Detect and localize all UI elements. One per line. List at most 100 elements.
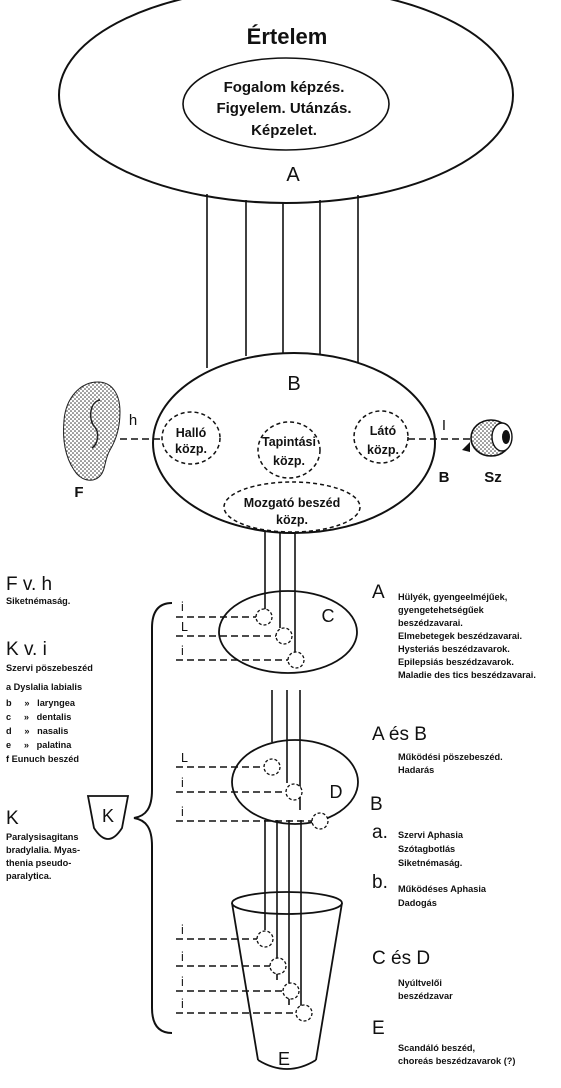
c-branch-label-1: i: [181, 600, 184, 614]
d-branch-label-3: i: [181, 805, 184, 819]
center-e-cup: E: [232, 892, 342, 1069]
right-a-line-6: Epilepsiás beszédzavarok.: [398, 657, 514, 667]
eye-label-b: B: [439, 469, 450, 486]
right-ab-line-1: Működési pöszebeszéd.: [398, 752, 503, 762]
left-kvi-line-2: a Dyslalia labialis: [6, 682, 82, 692]
intellect-ellipse: Értelem Fogalom képzés. Figyelem. Utánzá…: [59, 0, 513, 203]
right-ab-line-2: Hadarás: [398, 765, 434, 775]
left-k-head: K: [6, 808, 19, 829]
ear-label-f: F: [74, 484, 83, 501]
center-b-ellipse: B Halló közp. Tapintási közp. Látó közp.…: [153, 353, 435, 533]
right-a-line-7: Maladie des tics beszédzavarai.: [398, 670, 536, 680]
e-branch-label-1: i: [181, 923, 184, 937]
right-a: A Hülyék, gyengeelméjűek, gyengetehetség…: [372, 582, 536, 680]
right-a-line-1: Hülyék, gyengeelméjűek,: [398, 592, 507, 602]
touch-center-line-2: közp.: [273, 454, 305, 468]
right-e-line-1: Scandáló beszéd,: [398, 1043, 475, 1053]
right-b: B: [370, 794, 383, 815]
ear-label-h: h: [129, 412, 137, 429]
right-cd: C és D Nyúltvelői beszédzavar: [372, 948, 453, 1001]
c-branch-label-3: i: [181, 644, 184, 658]
right-a-line-2: gyengetehetségűek: [398, 605, 485, 615]
right-ba-line-1: Szervi Aphasia: [398, 830, 464, 840]
ear-icon: [63, 382, 120, 480]
left-kvi-line-3: b » laryngea: [6, 698, 76, 708]
right-a-line-5: Hysteriás beszédzavarok.: [398, 644, 510, 654]
e-branch-label-4: i: [181, 997, 184, 1011]
right-ba-line-3: Siketnémaság.: [398, 858, 462, 868]
left-fvh-head: F v. h: [6, 574, 52, 595]
hearing-center: Halló közp.: [162, 412, 220, 464]
right-a-line-4: Elmebetegek beszédzavarai.: [398, 631, 522, 641]
eye-icon: [462, 420, 512, 456]
right-bb-line-1: Működéses Aphasia: [398, 884, 487, 894]
curly-brace: [134, 603, 172, 1033]
label-b: B: [287, 373, 300, 395]
right-ba-head: a.: [372, 822, 388, 843]
hearing-center-line-2: közp.: [175, 442, 207, 456]
left-kvi-head: K v. i: [6, 639, 47, 660]
left-k-line-4: paralytica.: [6, 871, 51, 881]
right-bb-line-2: Dadogás: [398, 898, 437, 908]
right-bb-head: b.: [372, 872, 388, 893]
eye-label-sz: Sz: [484, 469, 502, 486]
k-badge: K: [88, 796, 128, 839]
motor-speech-line-1: Mozgató beszéd: [244, 496, 341, 510]
e-branch-label-3: i: [181, 975, 184, 989]
right-bb: b. Működéses Aphasia Dadogás: [372, 872, 487, 908]
k-badge-letter: K: [102, 806, 114, 826]
left-kvi-line-7: f Eunuch beszéd: [6, 754, 79, 764]
d-branch-label-2: i: [181, 776, 184, 790]
right-cd-line-2: beszédzavar: [398, 991, 453, 1001]
right-cd-head: C és D: [372, 948, 430, 969]
left-kvi-line-1: Szervi pöszebeszéd: [6, 663, 93, 673]
eye-label-i: I: [442, 417, 446, 434]
connectors-a-b: [207, 194, 358, 368]
left-kvi-line-4: c » dentalis: [6, 712, 71, 722]
d-branch-label-1: L: [181, 751, 188, 765]
left-k: K Paralysisagitans bradylalia. Myas- the…: [6, 808, 80, 881]
label-d: D: [330, 782, 343, 802]
left-kvi-line-6: e » palatina: [6, 740, 72, 750]
connectors-lower: [265, 532, 301, 1020]
hearing-center-line-1: Halló: [176, 426, 207, 440]
left-kvi: K v. i Szervi pöszebeszéd a Dyslalia lab…: [6, 639, 93, 764]
touch-center: Tapintási közp.: [258, 422, 320, 478]
right-ab-head: A és B: [372, 724, 427, 745]
left-fvh: F v. h Siketnémaság.: [6, 574, 70, 606]
visual-center: Látó közp.: [354, 411, 408, 463]
left-k-line-2: bradylalia. Myas-: [6, 845, 80, 855]
visual-center-line-1: Látó: [370, 424, 397, 438]
right-ba-line-2: Szótagbotlás: [398, 844, 455, 854]
right-b-head: B: [370, 794, 383, 815]
motor-speech-center: Mozgató beszéd közp.: [224, 482, 360, 532]
right-cd-line-1: Nyúltvelői: [398, 978, 442, 988]
c-branch-label-2: L: [181, 620, 188, 634]
left-kvi-line-5: d » nasalis: [6, 726, 68, 736]
left-fvh-line-1: Siketnémaság.: [6, 596, 70, 606]
right-ab: A és B Működési pöszebeszéd. Hadarás: [372, 724, 503, 775]
label-a: A: [286, 164, 300, 186]
right-e: E Scandáló beszéd, choreás beszédzavarok…: [372, 1018, 515, 1066]
right-e-head: E: [372, 1018, 385, 1039]
e-branch-label-2: i: [181, 950, 184, 964]
touch-center-line-1: Tapintási: [262, 435, 316, 449]
intellect-title: Értelem: [247, 24, 328, 49]
visual-center-line-2: közp.: [367, 443, 399, 457]
concept-line-3: Képzelet.: [251, 122, 317, 139]
label-c: C: [322, 606, 335, 626]
center-d-ellipse: D: [232, 740, 358, 829]
left-k-line-1: Paralysisagitans: [6, 832, 79, 842]
e-branches: [176, 939, 296, 1013]
label-e: E: [278, 1049, 290, 1069]
concept-line-1: Fogalom képzés.: [224, 79, 345, 96]
right-a-line-3: beszédzavarai.: [398, 618, 463, 628]
c-branches: [176, 617, 288, 660]
concept-line-2: Figyelem. Utánzás.: [216, 100, 351, 117]
right-a-head: A: [372, 582, 385, 603]
right-ba: a. Szervi Aphasia Szótagbotlás Siketnéma…: [372, 822, 464, 868]
right-e-line-2: choreás beszédzavarok (?): [398, 1056, 515, 1066]
left-k-line-3: thenia pseudo-: [6, 858, 71, 868]
motor-speech-line-2: közp.: [276, 513, 308, 527]
